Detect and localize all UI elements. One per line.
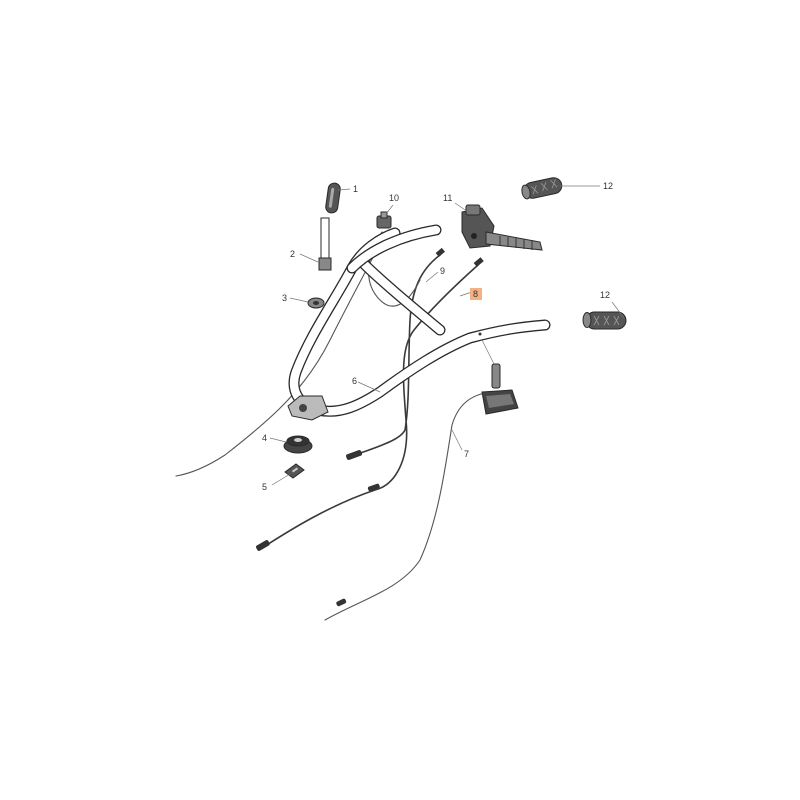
part-2-shaft [318, 217, 332, 271]
part-7-paddle-top [486, 394, 514, 408]
cable-ferrules [256, 247, 484, 607]
grip-lower-end [582, 312, 592, 328]
handlebar-crossbar-fill [357, 257, 445, 335]
cable-7 [324, 391, 491, 621]
ferrule-8-top [473, 257, 484, 267]
part-3-hole [313, 301, 319, 305]
cable-left-long [175, 231, 387, 477]
grip-lower-pattern [593, 315, 620, 326]
handlebar-hole [478, 332, 482, 336]
callout-12-lower: 12 [600, 290, 610, 300]
part-11-clamp [465, 204, 481, 216]
grip-upper-end [521, 184, 531, 200]
callout-2: 2 [290, 249, 295, 259]
part-11-lever-assembly [461, 204, 543, 251]
leader-1 [337, 188, 351, 191]
callout-10: 10 [389, 193, 399, 203]
part-3-nut [307, 297, 325, 309]
leader-7-up [481, 339, 495, 365]
ferrule-8-mid [367, 483, 380, 492]
part-12-grip-lower [582, 311, 627, 330]
ferrule-7-bottom [336, 598, 347, 607]
ferrule-9-bottom [346, 450, 362, 460]
part-2-thread [318, 257, 332, 271]
ferrule-8-bottom [256, 540, 270, 551]
base-plate-shape [287, 395, 329, 421]
leader-11 [454, 202, 469, 213]
callout-8: 8 [473, 289, 478, 299]
part-10-clamp [376, 211, 392, 229]
leader-9 [425, 271, 439, 283]
part-1-grip [325, 182, 341, 214]
part-12-grip-upper [521, 177, 563, 200]
leader-lines [269, 185, 625, 486]
callout-9: 9 [440, 266, 445, 276]
callout-3: 3 [282, 293, 287, 303]
part-4-center [294, 438, 302, 442]
grip-upper-pattern [531, 179, 558, 195]
leader-10 [385, 204, 394, 215]
leader-5 [271, 473, 291, 486]
callout-12-upper: 12 [603, 181, 613, 191]
leader-12b [611, 301, 625, 319]
part-10-tab [380, 211, 388, 219]
base-plate-bolt [299, 404, 307, 412]
handlebar-frame [288, 224, 551, 417]
part-5-slot [291, 467, 299, 473]
callout-5: 5 [262, 482, 267, 492]
leader-2 [299, 253, 319, 263]
part-11-pivot [471, 233, 477, 239]
part-7-control [481, 363, 519, 415]
grip-lower-body [585, 311, 627, 330]
callout-4: 4 [262, 433, 267, 443]
leader-3 [289, 297, 309, 303]
callout-11: 11 [443, 193, 452, 203]
cables [175, 231, 491, 621]
leader-7 [451, 429, 463, 451]
callout-6: 6 [352, 376, 357, 386]
callout-8-highlight [470, 288, 482, 300]
part-1-highlight [328, 187, 335, 208]
part-5-clip [284, 463, 305, 479]
ferrule-9-top [435, 247, 445, 257]
part-7-stem [491, 363, 501, 389]
part-11-lever [485, 231, 543, 251]
leader-6 [357, 381, 381, 393]
callout-1: 1 [353, 184, 358, 194]
handlebar-base-plate [287, 395, 329, 421]
handlebar-upper-fill [347, 225, 441, 273]
leader-4 [269, 437, 287, 443]
callout-7: 7 [464, 449, 469, 459]
callouts: 1 2 3 4 5 6 7 8 9 10 11 12 12 [262, 181, 613, 492]
part-4-knob [283, 435, 313, 454]
part-11-lever-ribs [499, 236, 533, 250]
